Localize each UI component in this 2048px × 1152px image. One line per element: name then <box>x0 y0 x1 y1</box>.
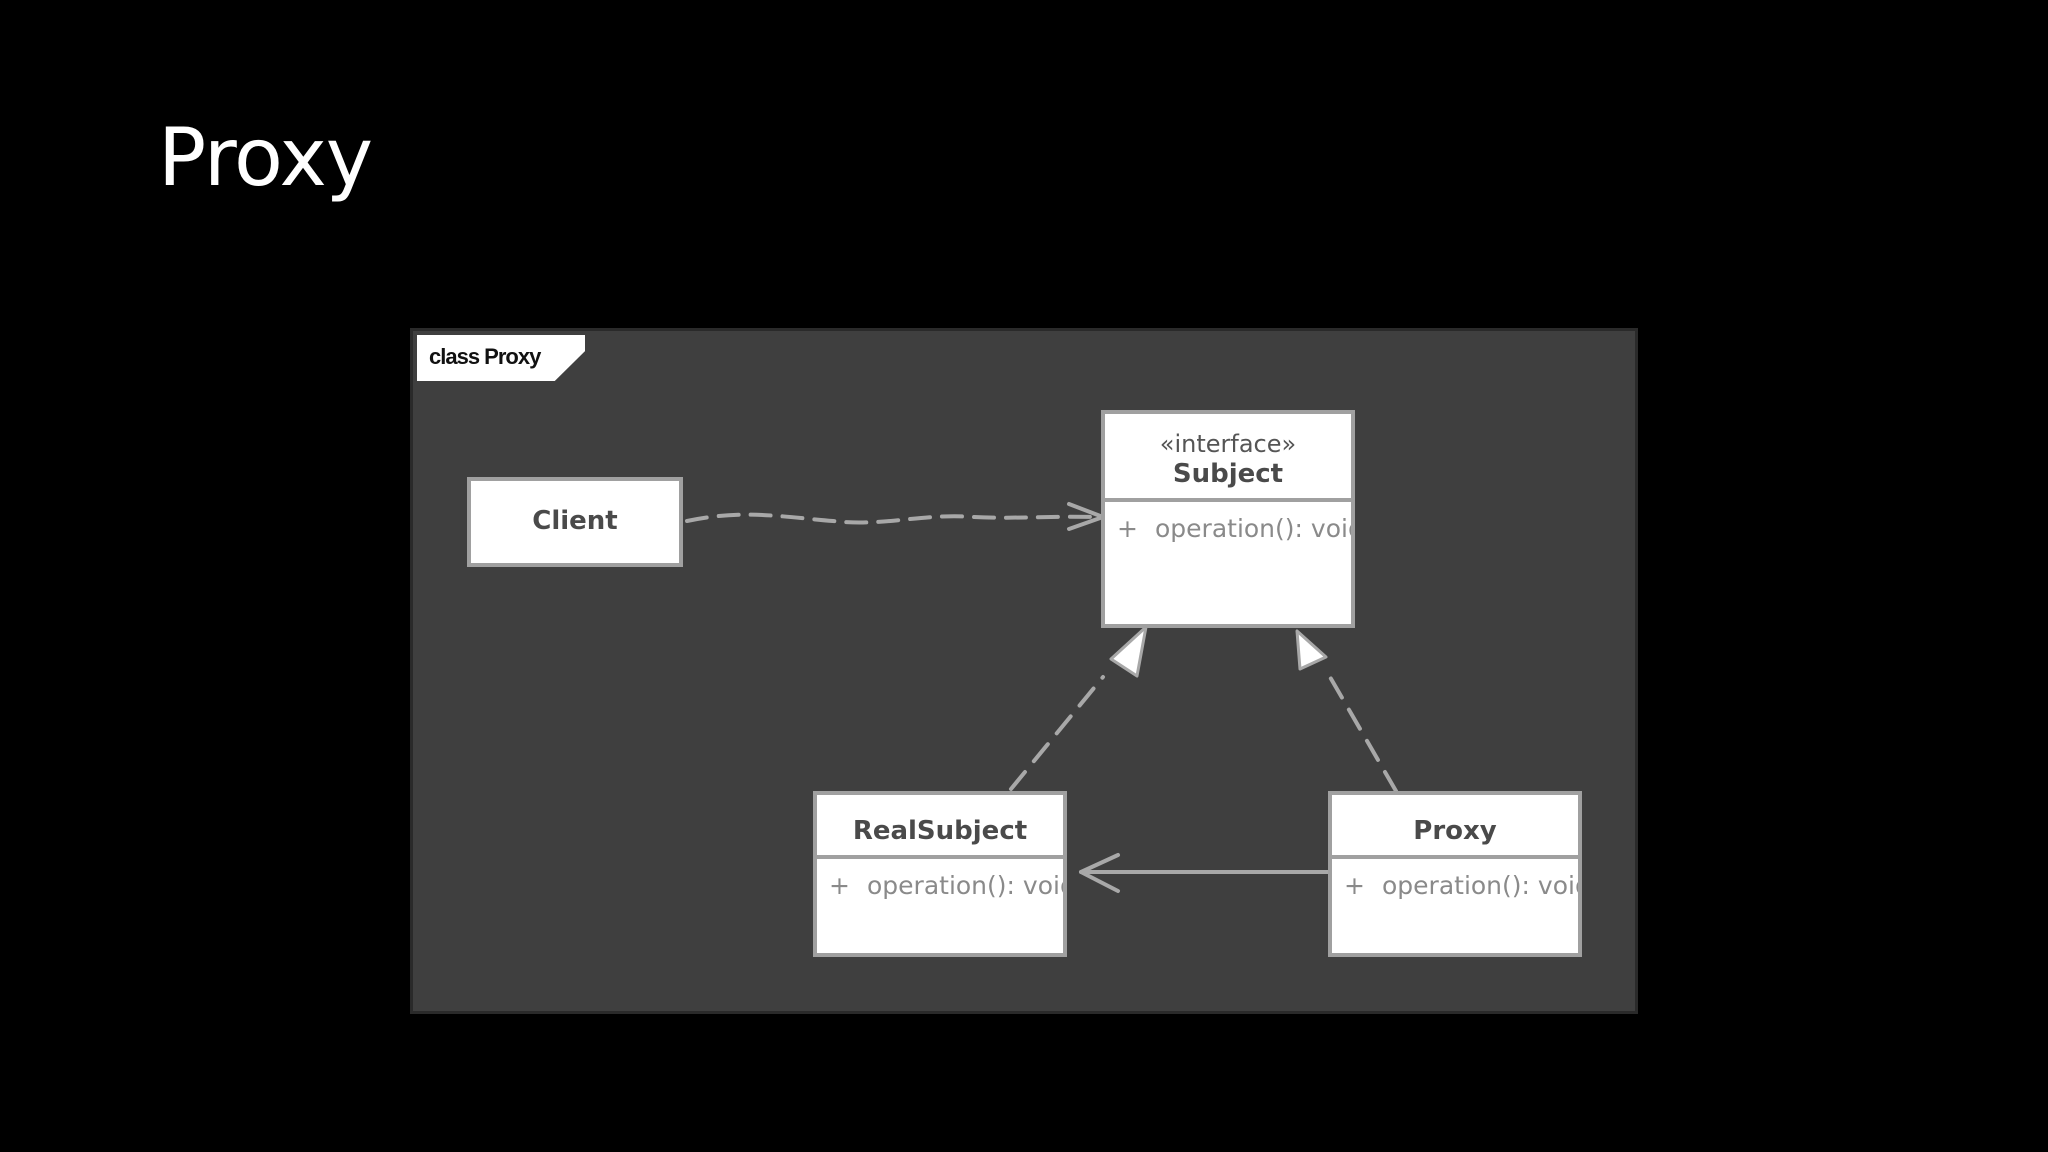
frame-label-text: class Proxy <box>429 344 541 369</box>
class-subject-op-signature: operation(): void <box>1155 514 1351 543</box>
class-subject-header: «interface» Subject <box>1105 414 1351 502</box>
class-proxy-name: Proxy <box>1413 816 1497 846</box>
class-subject[interactable]: «interface» Subject + operation(): void <box>1101 410 1355 628</box>
realization-arrowhead-left <box>1109 625 1148 678</box>
class-subject-operation: + operation(): void <box>1105 502 1351 543</box>
realization-realsubject-subject <box>1009 675 1105 791</box>
class-proxy-operation: + operation(): void <box>1332 859 1578 900</box>
dependency-arrowhead <box>1067 502 1105 531</box>
uml-class-diagram: class Proxy Client «interface» <box>410 328 1638 1014</box>
class-proxy-op-visibility: + <box>1344 871 1365 900</box>
class-realsubject-op-visibility: + <box>829 871 850 900</box>
class-realsubject[interactable]: RealSubject + operation(): void <box>813 791 1067 957</box>
class-proxy-header: Proxy <box>1332 795 1578 859</box>
diagram-frame-label: class Proxy <box>417 335 585 381</box>
class-subject-name: Subject <box>1172 459 1284 489</box>
class-subject-stereotype: «interface» <box>1159 430 1297 458</box>
association-arrowhead <box>1079 853 1120 893</box>
class-realsubject-header: RealSubject <box>817 795 1063 859</box>
dependency-client-subject <box>685 512 1099 525</box>
realization-proxy-subject <box>1328 675 1398 793</box>
class-subject-op-visibility: + <box>1117 514 1138 543</box>
class-proxy-op-signature: operation(): void <box>1382 871 1578 900</box>
realization-arrowhead-right <box>1295 629 1328 671</box>
slide-title: Proxy <box>158 111 373 204</box>
class-client[interactable]: Client <box>467 477 683 567</box>
class-client-header: Client <box>471 481 679 537</box>
class-proxy[interactable]: Proxy + operation(): void <box>1328 791 1582 957</box>
class-realsubject-op-signature: operation(): void <box>867 871 1063 900</box>
class-client-name: Client <box>532 506 618 536</box>
class-realsubject-operation: + operation(): void <box>817 859 1063 900</box>
class-realsubject-name: RealSubject <box>852 816 1028 846</box>
